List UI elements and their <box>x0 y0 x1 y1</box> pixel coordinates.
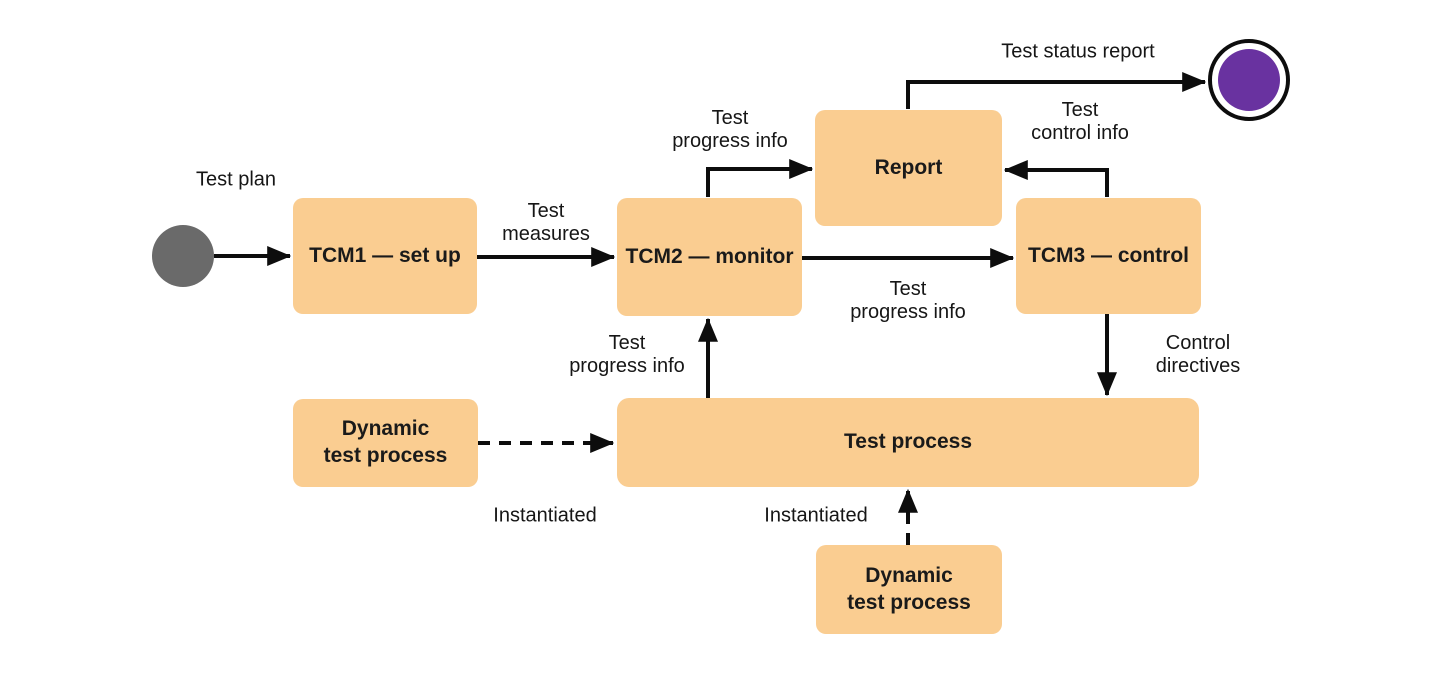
edge-label-test-progress-info-to-report: Test progress info <box>672 106 788 152</box>
node-tcm3-control: TCM3 — control <box>1016 198 1201 314</box>
edge-label-test-progress-info-to-tcm3: Test progress info <box>850 277 966 323</box>
end-node-core <box>1218 49 1280 111</box>
start-node-circle <box>152 225 214 287</box>
edge-label-test-progress-info-from-process: Test progress info <box>569 331 685 377</box>
edge-tcm2-to-report <box>706 159 814 197</box>
node-dynamic-test-process-bottom: Dynamic test process <box>816 545 1002 634</box>
node-tcm2-monitor: TCM2 — monitor <box>617 198 802 316</box>
edge-label-control-directives: Control directives <box>1155 331 1241 377</box>
edge-label-test-control-info: Test control info <box>1031 98 1129 144</box>
node-tcm1-set-up: TCM1 — set up <box>293 198 477 314</box>
end-node-circle <box>1208 39 1290 121</box>
node-test-process: Test process <box>617 398 1199 487</box>
edge-report-to-end <box>906 72 1207 109</box>
node-report: Report <box>815 110 1002 226</box>
edge-label-test-plan: Test plan <box>195 168 277 191</box>
edge-tcm3-to-report <box>1003 160 1109 197</box>
node-dynamic-test-process-left: Dynamic test process <box>293 399 478 487</box>
edge-label-test-measures: Test measures <box>502 199 590 245</box>
edge-label-instantiated-bottom: Instantiated <box>764 504 868 527</box>
edge-label-test-status-report: Test status report <box>1001 40 1155 63</box>
edge-label-instantiated-left: Instantiated <box>493 504 597 527</box>
